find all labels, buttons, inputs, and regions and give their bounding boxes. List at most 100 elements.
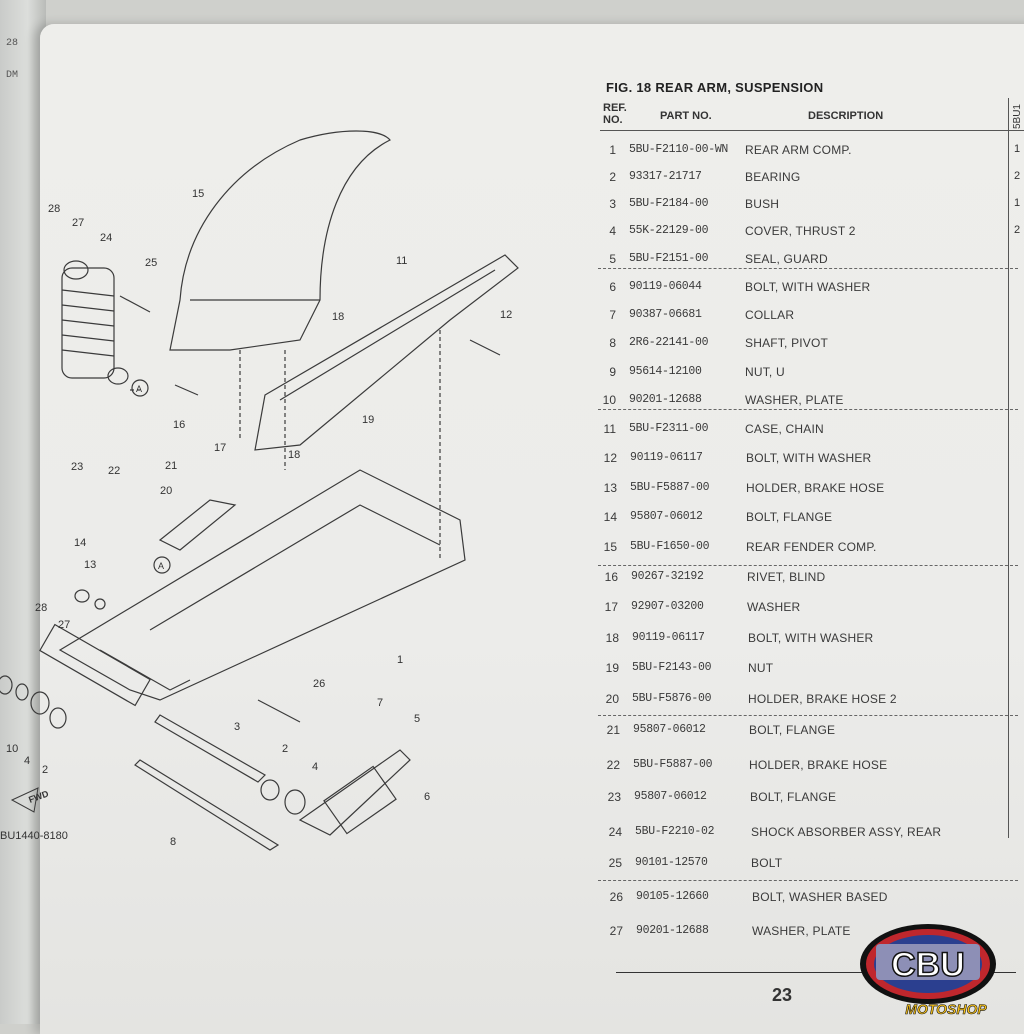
figure-title: FIG. 18 REAR ARM, SUSPENSION (606, 80, 824, 95)
callout-21: 21 (165, 460, 177, 472)
pivot-shaft-part (134, 759, 280, 851)
table-row: 13 5BU-F5887-00 HOLDER, BRAKE HOSE (597, 481, 1017, 499)
part-number: 55K-22129-00 (629, 224, 709, 237)
part-number: 2R6-22141-00 (629, 336, 709, 349)
part-number: 93317-21717 (629, 170, 702, 183)
part-description: REAR FENDER COMP. (746, 540, 877, 554)
part-description: BOLT, FLANGE (750, 790, 837, 804)
drawing-code: BU1440-8180 (0, 830, 68, 842)
ref-number: 8 (609, 336, 616, 350)
ref-number: 5 (609, 252, 616, 266)
part-description: BOLT, FLANGE (746, 510, 833, 524)
chain-case-part (254, 254, 519, 451)
part-description: REAR ARM COMP. (745, 143, 852, 157)
ref-A-mark (153, 556, 171, 574)
ref-number: 22 (606, 758, 620, 772)
ref-number: 10 (602, 393, 616, 407)
part-number: 5BU-F5876-00 (632, 692, 712, 705)
ref-number: 4 (609, 224, 616, 238)
callout-27: 27 (72, 217, 84, 229)
callout-22: 22 (108, 465, 120, 477)
callout-23: 23 (71, 461, 83, 473)
callout-4: 4 (312, 761, 318, 773)
part-number: 92907-03200 (631, 600, 704, 613)
part-number: 90267-32192 (631, 570, 704, 583)
header-rule (600, 130, 1024, 131)
group-separator (598, 880, 1018, 881)
ref-number: 25 (608, 856, 622, 870)
quantity: 2 (1014, 224, 1021, 236)
part-description: WASHER, PLATE (752, 924, 851, 938)
part-description: BOLT, FLANGE (749, 723, 836, 737)
ref-number: 9 (609, 365, 616, 379)
fwd-label: FWD (27, 788, 50, 805)
callout-8: 8 (170, 836, 176, 848)
ref-number: 12 (603, 451, 617, 465)
part-description: WASHER (747, 600, 801, 614)
header-description: DESCRIPTION (808, 110, 884, 122)
part-number: 90119-06117 (630, 451, 703, 464)
rear-arm-part (58, 469, 466, 701)
ref-A-label: A (136, 384, 142, 394)
part-number: 90105-12660 (636, 890, 709, 903)
callout-27: 27 (58, 619, 70, 631)
callout-7: 7 (377, 697, 383, 709)
callout-25: 25 (145, 257, 157, 269)
quantity: 1 (1014, 197, 1021, 209)
part-number: 5BU-F5887-00 (630, 481, 710, 494)
header-part-no: PART NO. (660, 110, 712, 122)
callout-15: 15 (192, 188, 204, 200)
part-description: BOLT (751, 856, 783, 870)
svg-text:MOTOSHOP: MOTOSHOP (905, 1001, 987, 1017)
part-number: 5BU-F2210-02 (635, 825, 715, 838)
part-number: 95614-12100 (629, 365, 702, 378)
part-number: 90201-12688 (629, 393, 702, 406)
part-description: SHOCK ABSORBER ASSY, REAR (751, 825, 942, 839)
part-number: 90119-06044 (629, 280, 702, 293)
ref-number: 13 (603, 481, 617, 495)
part-description: BOLT, WITH WASHER (748, 631, 874, 645)
header-model-code: 5BU1 (1012, 104, 1023, 130)
callout-28: 28 (35, 602, 47, 614)
part-description: NUT (748, 661, 774, 675)
part-number: 5BU-F2311-00 (629, 422, 709, 435)
part-number: 95807-06012 (630, 510, 703, 523)
callout-16: 16 (173, 419, 185, 431)
part-description: CASE, CHAIN (745, 422, 824, 436)
cbu-motoshop-logo: CBU MOTOSHOP (860, 924, 996, 1017)
part-number: 90387-06681 (629, 308, 702, 321)
callout-6: 6 (424, 791, 430, 803)
callout-19: 19 (362, 414, 374, 426)
callout-11: 11 (396, 255, 407, 267)
callout-5: 5 (414, 713, 420, 725)
part-number: 5BU-F2143-00 (632, 661, 712, 674)
part-description: BUSH (745, 197, 780, 211)
part-description: SEAL, GUARD (745, 252, 828, 266)
part-number: 90201-12688 (636, 924, 709, 937)
callout-14: 14 (74, 537, 86, 549)
part-number: 90119-06117 (632, 631, 705, 644)
ref-number: 3 (609, 197, 616, 211)
callout-28: 28 (48, 203, 60, 215)
callout-26: 26 (313, 678, 325, 690)
part-description: HOLDER, BRAKE HOSE (746, 481, 885, 495)
margin-text: 28 (6, 38, 19, 49)
callout-4: 4 (24, 755, 30, 767)
callout-24: 24 (100, 232, 112, 244)
part-description: RIVET, BLIND (747, 570, 826, 584)
